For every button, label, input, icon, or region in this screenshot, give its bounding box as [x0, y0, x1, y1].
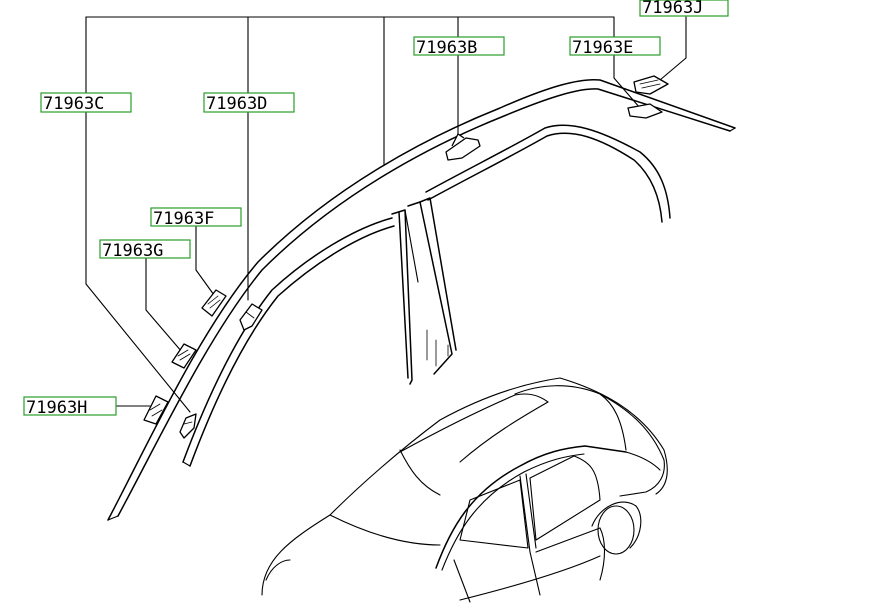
- label-71963f: 71963F: [150, 207, 242, 229]
- car-illustration: [261, 377, 668, 603]
- label-71963g: 71963G: [99, 239, 191, 261]
- label-71963d-text: 71963D: [206, 94, 267, 114]
- label-71963g-text: 71963G: [102, 241, 163, 261]
- label-71963c: 71963C: [40, 92, 132, 114]
- clip-c: [179, 413, 197, 439]
- clip-e: [627, 103, 663, 119]
- label-71963b: 71963B: [413, 36, 505, 58]
- pillar-molding-front: [391, 209, 419, 385]
- label-71963h-text: 71963H: [26, 398, 87, 418]
- clip-h: [143, 395, 169, 425]
- label-71963h: 71963H: [23, 396, 117, 418]
- leader-lines: [85, 16, 687, 413]
- label-71963c-text: 71963C: [43, 94, 104, 114]
- clip-d: [239, 303, 263, 331]
- label-71963j-text: 71963J: [642, 0, 703, 18]
- pillar-molding-rear: [407, 197, 457, 375]
- roof-molding-inner: [182, 124, 671, 467]
- label-71963j: 71963J: [639, 0, 729, 18]
- label-71963b-text: 71963B: [416, 38, 477, 58]
- clip-g: [171, 343, 197, 369]
- label-71963e: 71963E: [569, 36, 661, 58]
- clip-j: [633, 75, 669, 95]
- clip-b: [445, 133, 481, 161]
- clip-f: [201, 289, 227, 317]
- label-71963d: 71963D: [203, 92, 295, 114]
- roof-molding-outer: [107, 78, 736, 521]
- label-71963f-text: 71963F: [153, 209, 214, 229]
- label-71963e-text: 71963E: [572, 38, 633, 58]
